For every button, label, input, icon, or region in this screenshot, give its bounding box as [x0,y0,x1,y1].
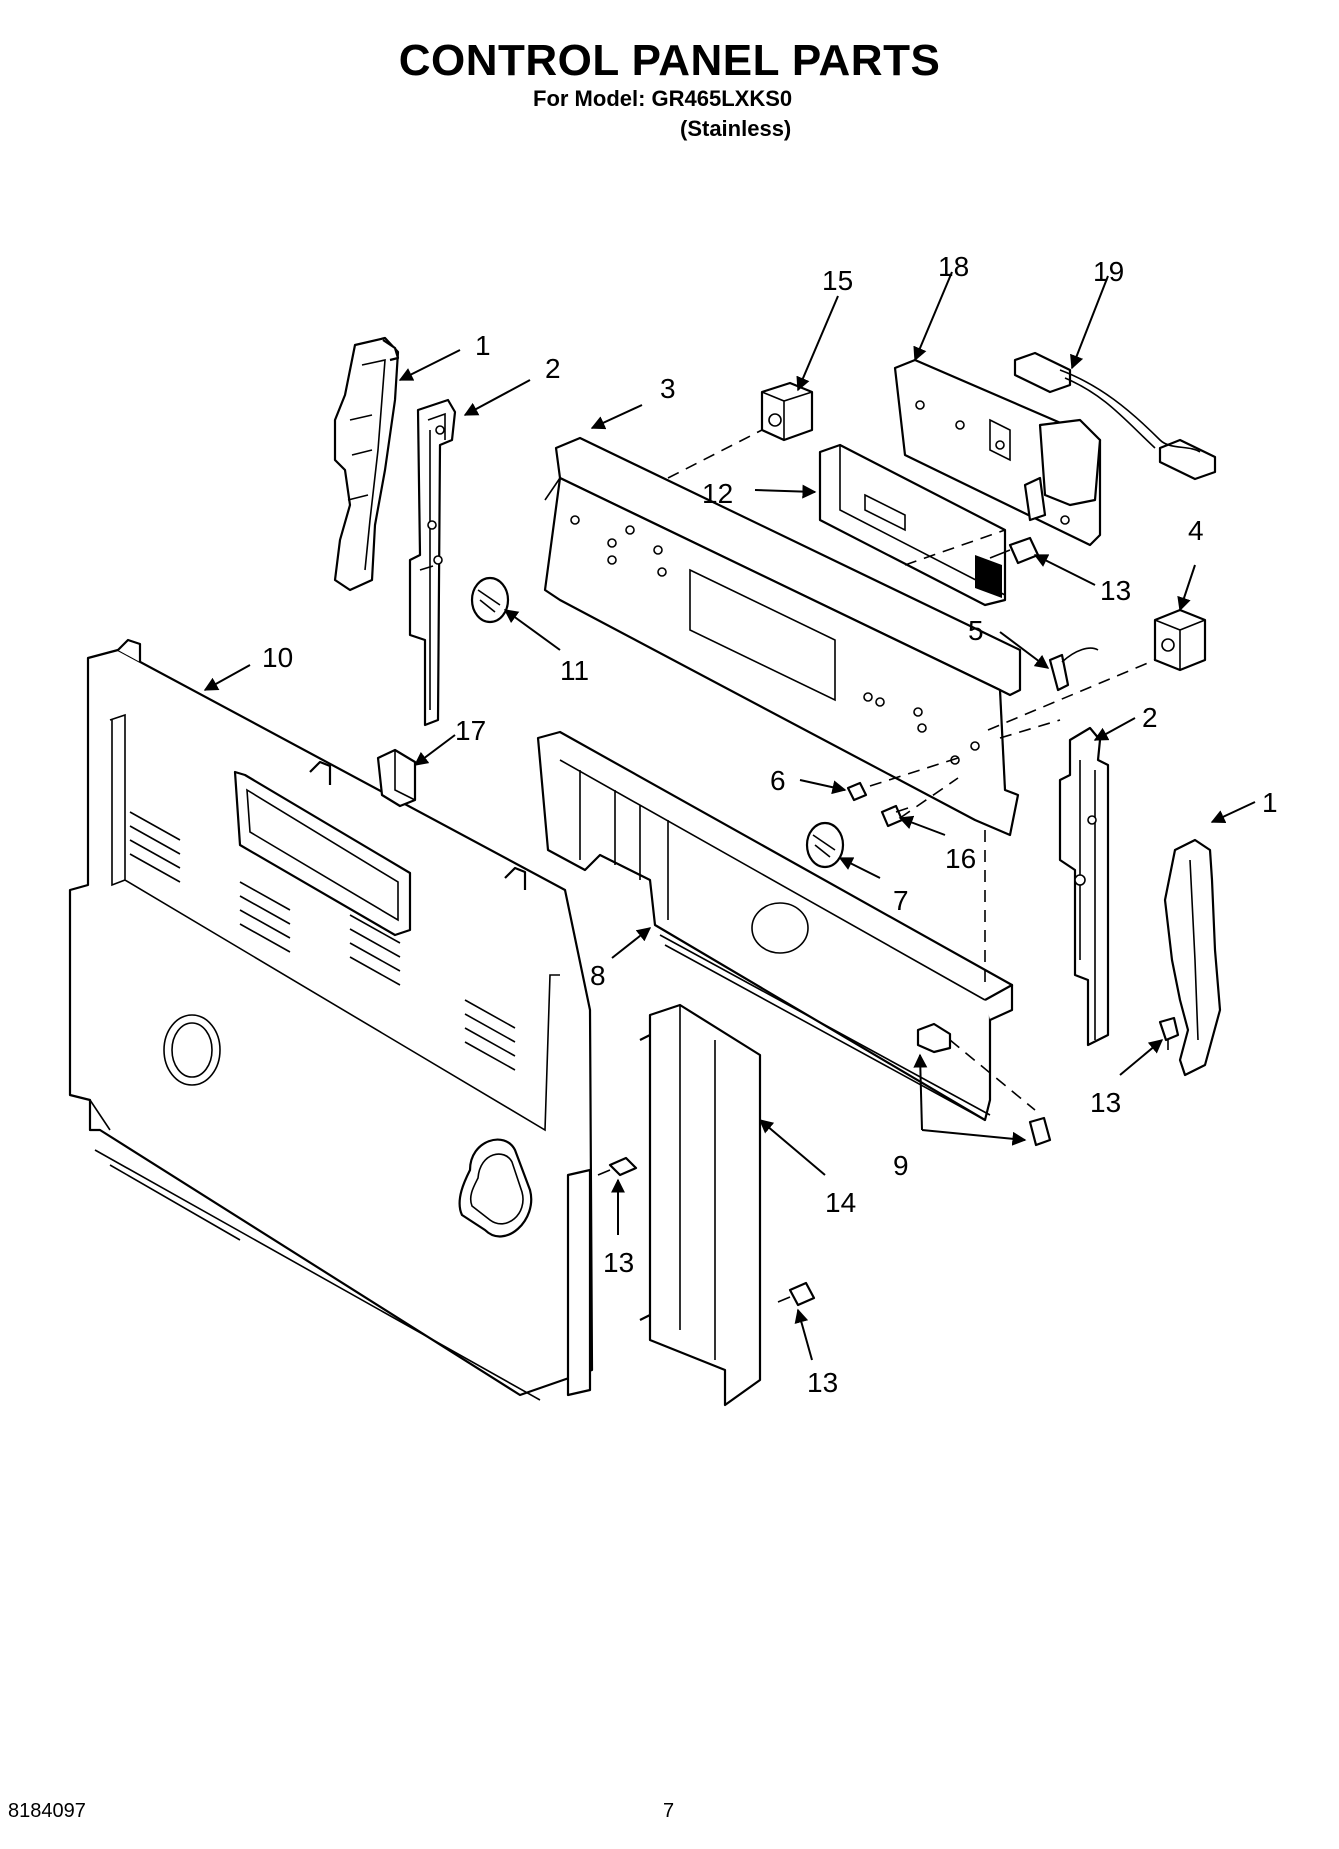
clip-part-17 [376,748,417,808]
control-console-part-3 [543,436,1022,837]
callout-6: 6 [770,765,786,796]
page-title: CONTROL PANEL PARTS [398,36,941,85]
callout-18: 18 [938,251,969,282]
callout-1-left: 1 [475,330,491,361]
callout-9: 9 [893,1150,909,1181]
model-variant: (Stainless) [680,116,792,141]
display-module-part-12 [818,443,1007,607]
callout-13-mid: 13 [603,1247,634,1278]
callout-2-right: 2 [1142,702,1158,733]
rear-panel-part-10 [68,638,594,1401]
side-bracket-left-part-2 [408,398,457,727]
callout-2-left: 2 [545,353,561,384]
callout-12: 12 [702,478,733,509]
screw-part-9-a [916,1022,952,1054]
callout-3: 3 [660,373,676,404]
callout-19: 19 [1093,256,1124,287]
callout-11: 11 [560,655,589,686]
page-number: 7 [663,1800,675,1822]
sensor-part-5 [1048,647,1099,692]
callout-13-right: 13 [1090,1087,1121,1118]
model-line: For Model: GR465LXKS0 [533,86,793,111]
alignment-lines [667,429,1156,1111]
callout-16: 16 [945,843,976,874]
callout-1-right: 1 [1262,787,1278,818]
screw-part-9-b [1028,1116,1052,1147]
screw-part-13-right [1158,1016,1180,1050]
screw-part-13-mid [597,1156,638,1177]
end-cap-right-part-1 [1163,838,1222,1077]
callout-13-bottom: 13 [807,1367,838,1398]
knob-part-11 [470,576,510,624]
wire-harness-part-19 [1013,351,1217,481]
callout-7: 7 [893,885,909,916]
switch-part-4 [1153,608,1207,672]
callout-14: 14 [825,1187,856,1218]
leader-arrows [203,271,1256,1361]
callout-13-top: 13 [1100,575,1131,606]
callout-15: 15 [822,265,853,296]
vertical-bracket-part-14 [639,1003,762,1407]
callout-8: 8 [590,960,606,991]
end-cap-left-part-1 [333,336,400,592]
infinite-switch-part-15 [760,381,814,442]
side-bracket-right-part-2 [1058,726,1110,1047]
callout-5: 5 [968,615,984,646]
screw-part-6 [846,781,868,802]
manifold-panel-part-8 [536,730,1014,1122]
callout-10: 10 [262,642,293,673]
callout-4: 4 [1188,515,1204,546]
callout-17: 17 [455,715,486,746]
callout-labels: 1 2 3 15 18 19 12 13 4 5 11 10 17 2 1 6 … [262,251,1278,1398]
document-number: 8184097 [8,1800,86,1822]
knob-part-7 [805,821,845,869]
control-board-part-18 [893,358,1102,547]
screw-part-13-bottom [777,1281,816,1307]
